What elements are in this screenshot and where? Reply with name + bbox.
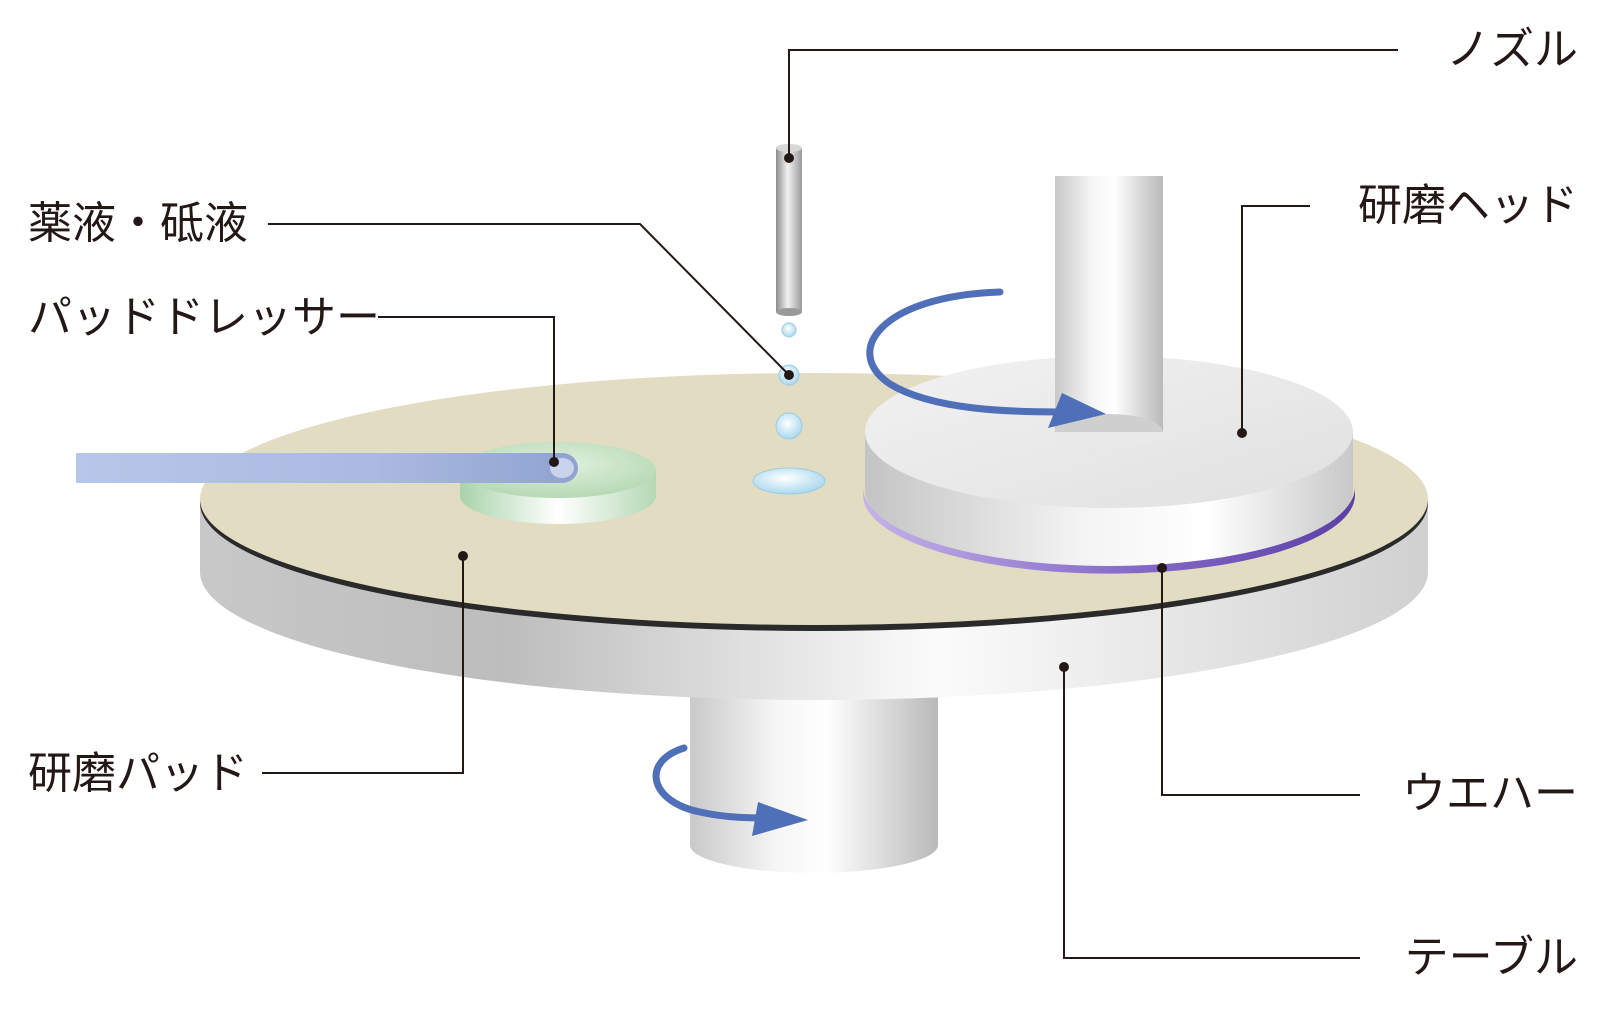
pad-dresser bbox=[76, 442, 656, 524]
leader-dots bbox=[458, 153, 1247, 672]
dresser-arm bbox=[76, 453, 578, 483]
label-chemical-slurry: 薬液・砥液 bbox=[28, 198, 248, 249]
label-polishing-pad: 研磨パッド bbox=[28, 748, 248, 799]
nozzle bbox=[776, 144, 802, 316]
leader-lines bbox=[262, 49, 1398, 959]
rotation-arrow-icon bbox=[866, 288, 1106, 428]
label-table: テーブル bbox=[1404, 932, 1578, 983]
label-pad-dresser: パッドドレッサー bbox=[28, 292, 380, 343]
label-wafer: ウエハー bbox=[1402, 768, 1578, 819]
label-nozzle: ノズル bbox=[1446, 24, 1578, 75]
label-polishing-head: 研磨ヘッド bbox=[1358, 180, 1578, 231]
polishing-head bbox=[865, 176, 1353, 566]
slurry-droplets bbox=[752, 322, 826, 495]
rotation-arrow-icon bbox=[652, 744, 808, 836]
